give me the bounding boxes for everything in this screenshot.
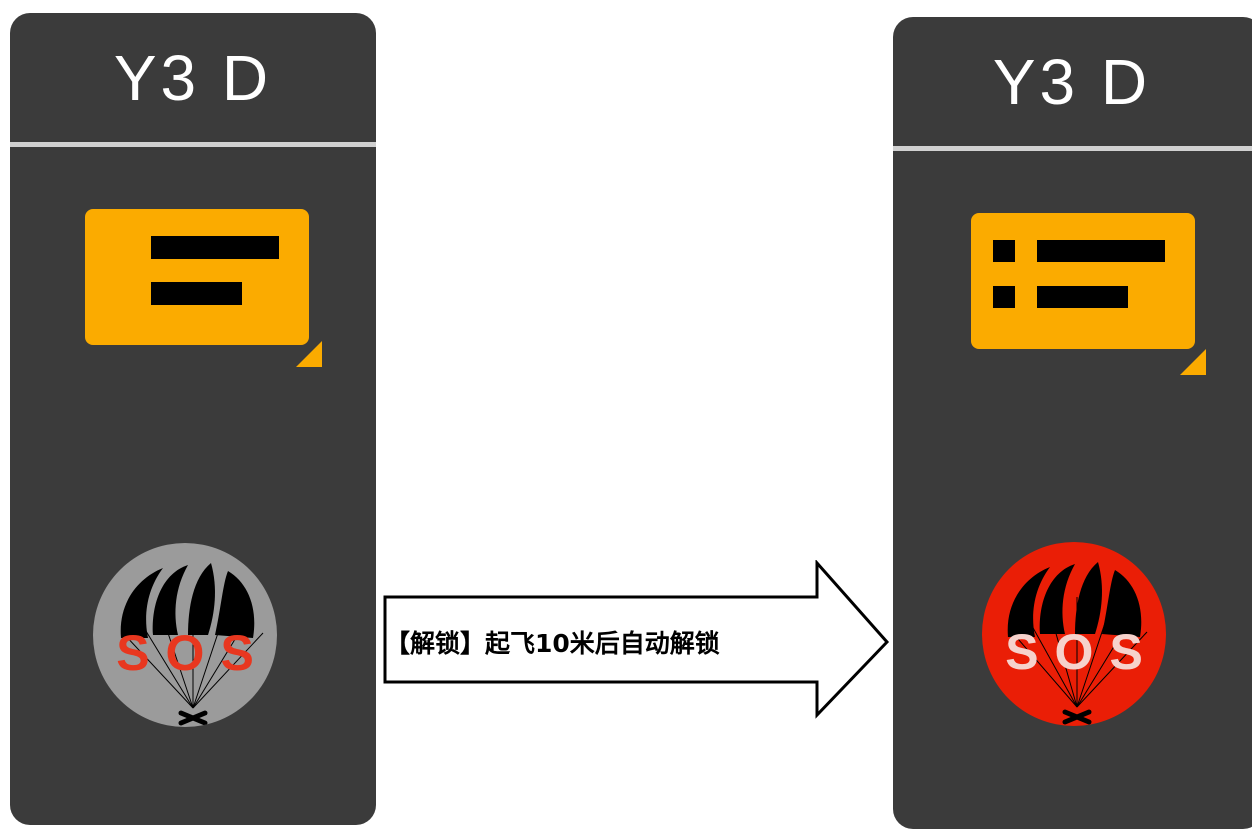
right-arrow-icon: [383, 560, 890, 719]
device-panel-before: Y3 D: [10, 13, 376, 825]
corner-indicator-icon: [296, 341, 322, 367]
parachute-icon: [120, 563, 264, 726]
parachute-icon: [1007, 562, 1148, 725]
sos-button[interactable]: SOS: [982, 542, 1166, 726]
unlock-instruction-label: 【解锁】起飞10米后自动解锁: [385, 629, 720, 658]
list-mode-button[interactable]: [971, 213, 1195, 349]
sos-label: SOS: [1005, 624, 1159, 680]
sos-label: SOS: [116, 625, 270, 681]
sos-button[interactable]: SOS: [93, 543, 277, 727]
title-divider: [10, 142, 376, 147]
list-mode-button[interactable]: [85, 209, 309, 345]
device-title: Y3 D: [992, 46, 1152, 118]
device-title: Y3 D: [113, 42, 273, 114]
device-panel-after: Y3 D: [893, 17, 1252, 829]
corner-indicator-icon: [1180, 349, 1206, 375]
title-divider: [893, 146, 1252, 151]
